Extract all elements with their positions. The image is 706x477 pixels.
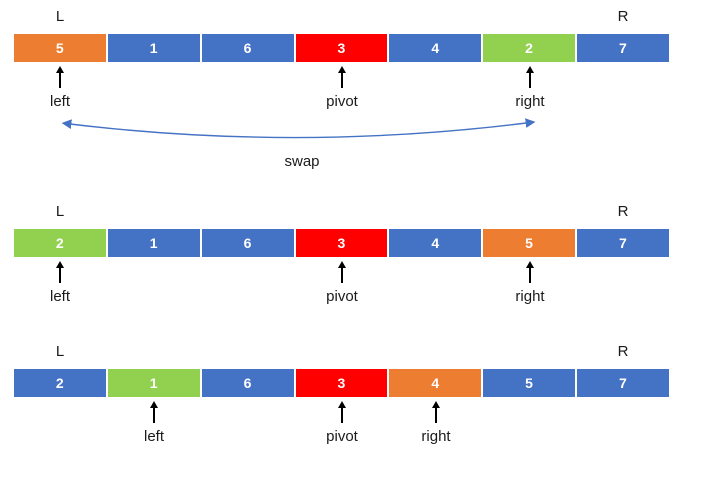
arrow-shaft (341, 405, 343, 423)
arrow-up-icon (338, 261, 346, 268)
arrow-shaft (341, 265, 343, 283)
array-cell[interactable]: 2 (482, 33, 577, 63)
arrow-shaft (59, 265, 61, 283)
array-cell[interactable]: 6 (200, 368, 295, 398)
arrow-up-icon (526, 261, 534, 268)
array-cell[interactable]: 1 (106, 33, 201, 63)
array-cell[interactable]: 3 (294, 368, 389, 398)
row-2-right-marker: R (617, 203, 629, 220)
pointer-label: pivot (326, 93, 358, 110)
pointer-label: pivot (326, 428, 358, 445)
row-1-left-marker: L (55, 8, 65, 25)
swap-label: swap (284, 153, 320, 170)
array-cell[interactable]: 2 (13, 368, 107, 398)
arrow-shaft (153, 405, 155, 423)
arrow-shaft (435, 405, 437, 423)
arrow-shaft (529, 70, 531, 88)
array-row-step-1: 5 1 6 3 4 2 7 (13, 33, 671, 63)
arrow-shaft (341, 70, 343, 88)
arrow-up-icon (338, 66, 346, 73)
array-cell[interactable]: 2 (13, 228, 107, 258)
arrow-shaft (59, 70, 61, 88)
array-row-step-3: 2 1 6 3 4 5 7 (13, 368, 671, 398)
row-3-left-marker: L (55, 343, 65, 360)
arrow-up-icon (56, 261, 64, 268)
pointer-label: left (143, 428, 164, 445)
pointer-label: right (421, 428, 451, 445)
array-cell[interactable]: 4 (388, 368, 483, 398)
arrow-up-icon (526, 66, 534, 73)
array-cell[interactable]: 1 (106, 368, 201, 398)
row-2-left-marker: L (55, 203, 65, 220)
pointer-label: left (49, 93, 70, 110)
pointer-label: left (49, 288, 70, 305)
pointer-label: pivot (326, 288, 358, 305)
pointer-label: right (515, 288, 545, 305)
array-row-step-2: 2 1 6 3 4 5 7 (13, 228, 671, 258)
array-cell[interactable]: 4 (388, 33, 483, 63)
arrow-up-icon (432, 401, 440, 408)
array-cell[interactable]: 5 (482, 228, 577, 258)
array-cell[interactable]: 1 (106, 228, 201, 258)
row-3-right-marker: R (617, 343, 629, 360)
arrow-up-icon (338, 401, 346, 408)
array-cell[interactable]: 3 (294, 228, 389, 258)
arrow-up-icon (150, 401, 158, 408)
row-1-right-marker: R (617, 8, 629, 25)
arrow-shaft (529, 265, 531, 283)
array-cell[interactable]: 3 (294, 33, 389, 63)
array-cell[interactable]: 6 (200, 228, 295, 258)
array-cell[interactable]: 4 (388, 228, 483, 258)
arrow-up-icon (56, 66, 64, 73)
array-cell[interactable]: 7 (576, 228, 671, 258)
array-cell[interactable]: 6 (200, 33, 295, 63)
pointer-label: right (515, 93, 545, 110)
array-cell[interactable]: 7 (576, 368, 671, 398)
array-cell[interactable]: 5 (482, 368, 577, 398)
array-cell[interactable]: 7 (576, 33, 671, 63)
array-cell[interactable]: 5 (13, 33, 107, 63)
